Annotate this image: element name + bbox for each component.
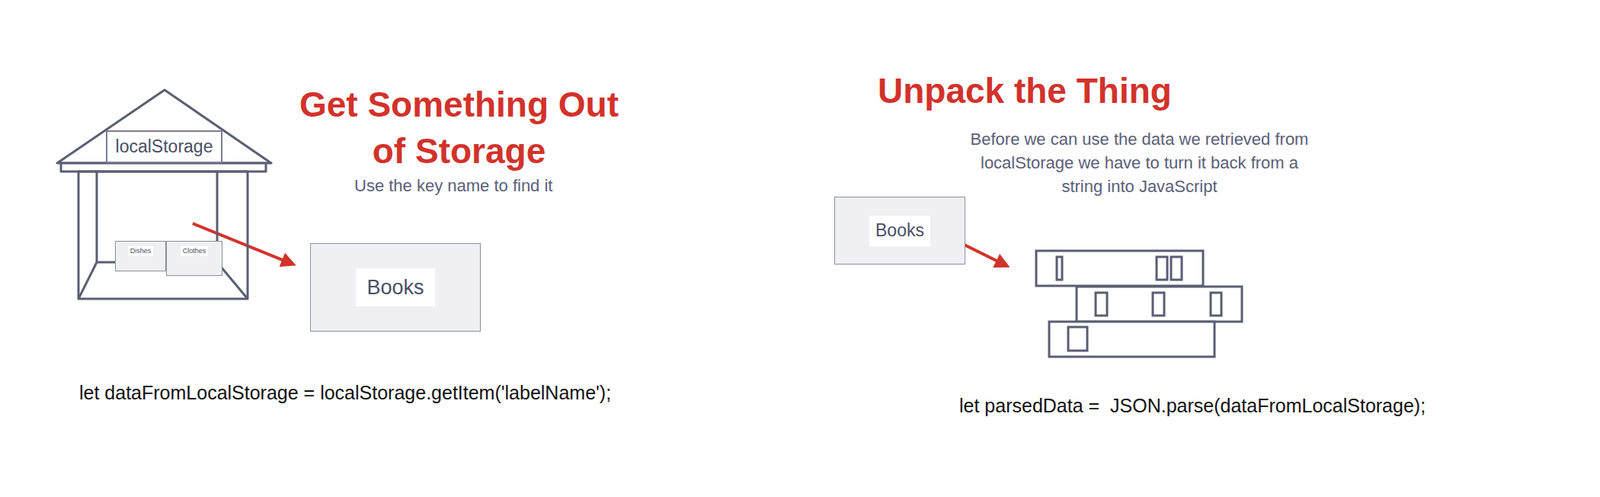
storage-bin: Dishes xyxy=(115,240,167,272)
storage-bin: Clothes xyxy=(166,240,223,276)
book-spine-mark xyxy=(1152,292,1165,316)
house-roof xyxy=(57,89,272,164)
house-eave xyxy=(60,163,266,172)
code-line: let dataFromLocalStorage = localStorage.… xyxy=(79,380,612,404)
section-description: Before we can use the data we retrieved … xyxy=(969,127,1309,199)
book xyxy=(1049,321,1215,357)
house-inner-wall xyxy=(96,171,99,263)
book-spine-mark xyxy=(1056,256,1063,280)
house-body xyxy=(78,171,248,299)
section-subtitle: Use the key name to find it xyxy=(354,176,553,196)
house-lines xyxy=(57,89,272,299)
item-label: Books xyxy=(875,220,925,241)
book xyxy=(1076,286,1242,322)
house-floor-edge xyxy=(78,262,97,299)
item-label-box: Books xyxy=(355,268,436,307)
roof-label: localStorage xyxy=(115,136,214,157)
book-spine-mark xyxy=(1156,256,1168,280)
bin-label: Dishes xyxy=(128,246,154,256)
storage-house: localStorageDishes Clothes xyxy=(57,89,272,299)
code-line: let parsedData = JSON.parse(dataFromLoca… xyxy=(959,393,1426,417)
book-stack xyxy=(1036,250,1242,357)
storage-item-box: Books xyxy=(834,196,966,265)
item-label: Books xyxy=(366,275,424,300)
book-spine-mark xyxy=(1095,292,1108,316)
item-label-box: Books xyxy=(869,215,931,247)
section-heading: Unpack the Thing xyxy=(877,67,1172,115)
book-spine-mark xyxy=(1210,292,1222,316)
book-spine-mark xyxy=(1068,326,1088,351)
storage-item-box: Books xyxy=(310,243,481,332)
roof-label-box: localStorage xyxy=(105,130,223,164)
book-spine-mark xyxy=(1171,256,1182,280)
section-heading: Get Something Out of Storage xyxy=(289,81,629,175)
bin-label: Clothes xyxy=(180,246,209,256)
book xyxy=(1036,250,1204,286)
